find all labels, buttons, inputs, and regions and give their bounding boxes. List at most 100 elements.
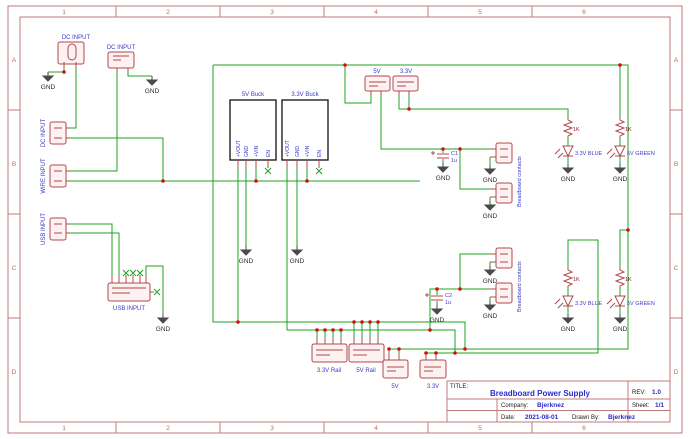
gnd-label: GND bbox=[561, 176, 576, 183]
resistor-value: 1K bbox=[573, 277, 580, 283]
buck33-pin-vout: +VOUT bbox=[285, 140, 291, 157]
gnd-label: GND bbox=[483, 313, 498, 320]
wires bbox=[48, 64, 629, 356]
usb-input-module: USB INPUT bbox=[107, 275, 151, 312]
gnd-label: GND bbox=[436, 175, 451, 182]
led-chain-green-bottom: 1K 5V GREEN bbox=[606, 268, 655, 309]
buck33-label: 3.3V Buck bbox=[291, 92, 319, 98]
svg-text:B: B bbox=[12, 161, 16, 168]
jumper-3v3-bottom: 3.3V bbox=[419, 356, 447, 390]
gnd-label: GND bbox=[613, 326, 628, 333]
dc-input-connector: DC INPUT bbox=[41, 119, 70, 147]
svg-text:4: 4 bbox=[374, 425, 378, 432]
resistor-value: 1K bbox=[625, 277, 632, 283]
drawn-by-value: Bjerknez bbox=[608, 414, 636, 421]
c1-ref: C1 bbox=[451, 151, 458, 157]
led-chain-blue-top: 1K 3.3V BLUE bbox=[554, 118, 603, 159]
usb-module-label: USB INPUT bbox=[113, 306, 145, 312]
c1-value: 1u bbox=[451, 158, 457, 164]
capacitor-c1: C1 1u bbox=[431, 151, 458, 164]
wire-input-connector: WIRE INPUT bbox=[41, 158, 70, 194]
c2-ref: C2 bbox=[445, 293, 452, 299]
svg-text:3: 3 bbox=[270, 425, 274, 432]
svg-text:6: 6 bbox=[582, 425, 586, 432]
date-value: 2021-08-01 bbox=[525, 414, 559, 421]
buck5-pin-en: EN bbox=[266, 150, 272, 157]
rail-5v-label: 5V Rail bbox=[356, 368, 375, 374]
jumper-5v-top: 5V bbox=[364, 69, 391, 96]
breadboard-contacts-top: Breadboard contacts bbox=[490, 142, 523, 207]
gnd-label: GND bbox=[239, 258, 254, 265]
buck5-pin-vin: +VIN bbox=[254, 145, 260, 157]
gnd-label: GND bbox=[483, 278, 498, 285]
c2-value: 1u bbox=[445, 300, 451, 306]
gnd-label: GND bbox=[483, 213, 498, 220]
rev-value: 1.0 bbox=[652, 389, 661, 396]
svg-text:C: C bbox=[12, 265, 17, 272]
dc-conn-top-label: DC INPUT bbox=[107, 45, 136, 51]
led-blue-label: 3.3V BLUE bbox=[575, 151, 603, 157]
svg-text:3: 3 bbox=[270, 9, 274, 16]
company-label: Company: bbox=[501, 403, 529, 409]
dc-barrel-jack: DC INPUT bbox=[57, 35, 91, 68]
frame-row-labels-right: A B C D bbox=[674, 57, 679, 376]
resistor-value: 1K bbox=[625, 127, 632, 133]
svg-text:2: 2 bbox=[166, 9, 170, 16]
led-chain-green-top: 1K 5V GREEN bbox=[606, 118, 655, 159]
gnd-label: GND bbox=[145, 88, 160, 95]
svg-text:5: 5 bbox=[478, 9, 482, 16]
breadboard-contacts-top-label: Breadboard contacts bbox=[517, 156, 523, 207]
dc-input-connector-top: DC INPUT bbox=[107, 45, 136, 72]
sheet-frame: 1 2 3 4 5 6 1 2 3 4 5 6 A B C D A B C D bbox=[7, 5, 683, 434]
buck-converter-3v3: 3.3V Buck +VOUT GND +VIN EN bbox=[281, 92, 329, 168]
wire-conn-label: WIRE INPUT bbox=[41, 158, 47, 194]
rail-3v3-label: 3.3V Rail bbox=[317, 368, 341, 374]
sheet-value: 1/1 bbox=[655, 402, 664, 409]
schematic-title: Breadboard Power Supply bbox=[490, 389, 591, 398]
company-value: Bjerknez bbox=[537, 402, 565, 409]
svg-text:C: C bbox=[674, 265, 679, 272]
capacitor-c2: C2 1u bbox=[425, 293, 452, 306]
led-green-label: 5V GREEN bbox=[627, 301, 655, 307]
no-connect-marks bbox=[122, 167, 323, 296]
jumper-3v3-bottom-label: 3.3V bbox=[427, 384, 439, 390]
usb-input-connector: USB INPUT bbox=[41, 213, 70, 245]
gnd-label: GND bbox=[156, 326, 171, 333]
buck33-pin-vin: +VIN bbox=[305, 145, 311, 157]
rev-label: REV: bbox=[632, 390, 646, 396]
frame-column-labels-top: 1 2 3 4 5 6 bbox=[62, 9, 586, 16]
gnd-symbols: GND GND GND GND GND GND GND GND GND GND … bbox=[41, 72, 628, 333]
svg-text:D: D bbox=[674, 369, 679, 376]
frame-column-labels-bottom: 1 2 3 4 5 6 bbox=[62, 425, 586, 432]
svg-text:5: 5 bbox=[478, 425, 482, 432]
jumper-5v-bottom: 5V bbox=[382, 354, 409, 390]
svg-text:D: D bbox=[12, 369, 17, 376]
frame-row-labels-left: A B C D bbox=[12, 57, 17, 376]
junction-dots bbox=[62, 63, 630, 355]
svg-text:1: 1 bbox=[62, 9, 66, 16]
dc-jack-label: DC INPUT bbox=[62, 35, 91, 41]
svg-text:1: 1 bbox=[62, 425, 66, 432]
rail-connector-3v3: 3.3V Rail bbox=[311, 338, 348, 374]
gnd-label: GND bbox=[41, 84, 56, 91]
buck33-pin-en: EN bbox=[317, 150, 323, 157]
led-green-label: 5V GREEN bbox=[627, 151, 655, 157]
rail-connector-5v: 5V Rail bbox=[348, 338, 385, 374]
usb-conn-label: USB INPUT bbox=[41, 213, 47, 245]
title-label: TITLE: bbox=[450, 384, 468, 390]
svg-text:6: 6 bbox=[582, 9, 586, 16]
gnd-label: GND bbox=[613, 176, 628, 183]
buck5-pin-vout: +VOUT bbox=[236, 140, 242, 157]
led-chain-blue-bottom: 1K 3.3V BLUE bbox=[554, 268, 603, 309]
jumper-5v-top-label: 5V bbox=[373, 69, 380, 75]
breadboard-contacts-bottom-label: Breadboard contacts bbox=[517, 261, 523, 312]
buck5-pin-gnd: GND bbox=[244, 146, 250, 158]
gnd-label: GND bbox=[290, 258, 305, 265]
title-block: TITLE: Breadboard Power Supply REV: 1.0 … bbox=[446, 380, 671, 423]
resistor-value: 1K bbox=[573, 127, 580, 133]
drawn-by-label: Drawn By: bbox=[572, 415, 600, 421]
date-label: Date: bbox=[501, 415, 516, 421]
gnd-label: GND bbox=[430, 317, 445, 324]
